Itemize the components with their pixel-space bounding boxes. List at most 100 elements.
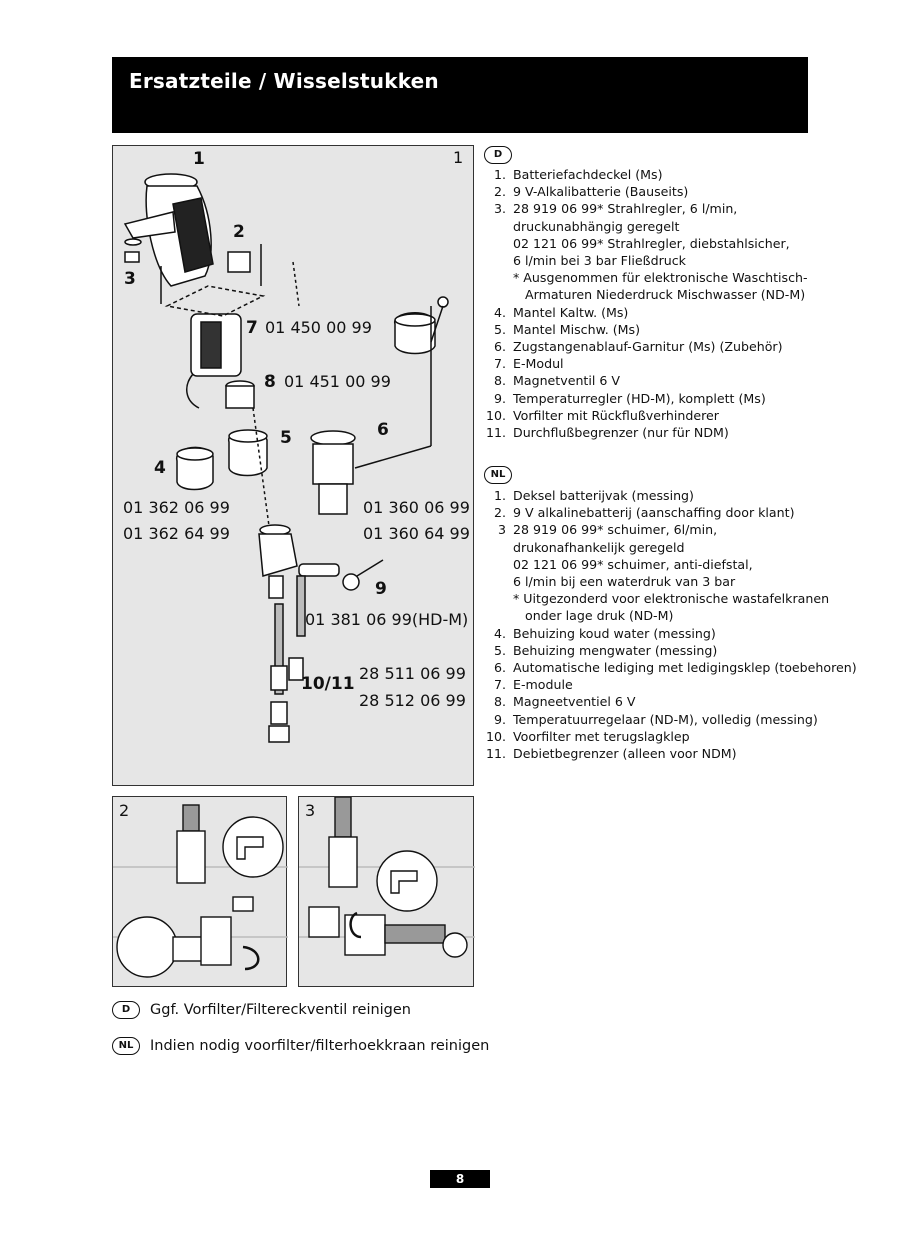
parts-list-nl: 1. Deksel batterijvak (messing)2.9 V alka… bbox=[484, 487, 857, 762]
exploded-view-panel: 1 1 2 3 7 01 450 00 99 8 01 451 00 99 5 … bbox=[112, 145, 474, 786]
list-item: 7. E-module bbox=[484, 676, 857, 693]
list-item-text: Durchflußbegrenzer (nur für NDM) bbox=[513, 425, 729, 441]
panel-number: 2 bbox=[119, 801, 130, 820]
list-item-text: Voorfilter met terugslagklep bbox=[513, 728, 690, 744]
list-item-text: E-Modul bbox=[513, 356, 564, 372]
list-item-text: 6 l/min bij een waterdruk van 3 bar bbox=[513, 574, 736, 590]
part-number-4a: 01 362 06 99 bbox=[123, 498, 230, 517]
list-item-number: 11. bbox=[485, 425, 506, 441]
list-item-text: Deksel batterijvak (messing) bbox=[513, 488, 694, 503]
list-item-text: drukonafhankelijk geregeld bbox=[513, 539, 685, 555]
list-item-number: 10. bbox=[485, 407, 506, 423]
list-item-number: 4. bbox=[493, 304, 506, 320]
list-item-number: 3 bbox=[497, 522, 506, 538]
list-item-number: 4. bbox=[493, 625, 506, 641]
list-item: 5.Mantel Mischw. (Ms) bbox=[484, 321, 808, 338]
part-number-8: 01 451 00 99 bbox=[284, 372, 391, 391]
list-item-text: Batteriefachdeckel (Ms) bbox=[513, 167, 663, 182]
list-item-number: 8. bbox=[493, 373, 506, 389]
list-item: 8. Magneetventiel 6 V bbox=[484, 693, 857, 710]
language-badge-de: D bbox=[484, 146, 512, 164]
list-item-number: 9. bbox=[493, 711, 506, 727]
list-item-number: 6. bbox=[493, 339, 506, 355]
page-title: Ersatzteile / Wisselstukken bbox=[129, 69, 439, 93]
list-item: 11. Durchflußbegrenzer (nur für NDM) bbox=[484, 424, 808, 441]
note-nl: NL Indien nodig voorfilter/filterhoekkraa… bbox=[112, 1037, 489, 1055]
list-item: 2.9 V alkalinebatterij (aanschaffing doo… bbox=[484, 504, 857, 521]
angle-valve-drawing-2 bbox=[113, 804, 288, 978]
list-item-number: 2. bbox=[493, 505, 506, 521]
list-item-number: 8. bbox=[493, 694, 506, 710]
list-item: 3 28 919 06 99* schuimer, 6l/min,drukonaf… bbox=[484, 521, 857, 624]
part-number-10b: 28 512 06 99 bbox=[359, 691, 466, 710]
list-item: 8. Magnetventil 6 V bbox=[484, 372, 808, 389]
list-item-text: Magneetventiel 6 V bbox=[513, 694, 636, 710]
part-number-9: 01 381 06 99(HD-M) bbox=[305, 610, 469, 629]
list-item: 3. 28 919 06 99* Strahlregler, 6 l/min,dr… bbox=[484, 200, 808, 303]
exploded-view-drawing bbox=[123, 173, 449, 743]
list-item-number: 3. bbox=[493, 201, 506, 217]
list-item: 7. E-Modul bbox=[484, 355, 808, 372]
list-item-text: 02 121 06 99* schuimer, anti-diefstal, bbox=[513, 556, 753, 572]
list-item: 6. Automatische lediging met ledigingskle… bbox=[484, 659, 857, 676]
language-badge-nl: NL bbox=[112, 1037, 140, 1055]
list-item-number: 2. bbox=[493, 184, 506, 200]
list-item-text: Magnetventil 6 V bbox=[513, 373, 620, 389]
list-item-note: * Ausgenommen für elektronische Waschtis… bbox=[513, 270, 808, 286]
list-item-text: Debietbegrenzer (alleen voor NDM) bbox=[513, 746, 737, 762]
callout-8: 8 bbox=[264, 372, 276, 392]
panel-2: 2 bbox=[112, 796, 288, 987]
language-badge-nl: NL bbox=[484, 466, 512, 484]
list-item-text: druckunabhängig geregelt bbox=[513, 218, 680, 234]
part-number-5b: 01 360 64 99 bbox=[363, 524, 470, 543]
callout-7: 7 bbox=[246, 318, 258, 338]
part-number-5a: 01 360 06 99 bbox=[363, 498, 470, 517]
list-item-text: E-module bbox=[513, 677, 573, 693]
list-item-number: 9. bbox=[493, 390, 506, 406]
list-item-note: onder lage druk (ND-M) bbox=[525, 608, 674, 624]
list-item: 11. Debietbegrenzer (alleen voor NDM) bbox=[484, 745, 857, 762]
list-item: 4.Mantel Kaltw. (Ms) bbox=[484, 304, 808, 321]
list-item-text: Temperaturregler (HD-M), komplett (Ms) bbox=[513, 390, 766, 406]
list-item: 6.Zugstangenablauf-Garnitur (Ms) (Zubehö… bbox=[484, 338, 808, 355]
list-item-text: Automatische lediging met ledigingsklep … bbox=[513, 660, 857, 676]
language-badge-de: D bbox=[112, 1001, 140, 1019]
list-item-text: 02 121 06 99* Strahlregler, diebstahlsic… bbox=[513, 235, 790, 251]
note-text-nl: Indien nodig voorfilter/filterhoekkraan … bbox=[150, 1038, 490, 1054]
list-item-text: Mantel Mischw. (Ms) bbox=[513, 321, 640, 337]
list-item-note: Armaturen Niederdruck Mischwasser (ND-M) bbox=[525, 287, 806, 303]
panel-number: 1 bbox=[453, 148, 464, 167]
list-item-text: Behuizing mengwater (messing) bbox=[513, 642, 718, 658]
callout-3: 3 bbox=[124, 269, 136, 289]
list-item: 4. Behuizing koud water (messing) bbox=[484, 625, 857, 642]
page-header: Ersatzteile / Wisselstukken bbox=[112, 57, 808, 133]
list-item-number: 7. bbox=[493, 356, 506, 372]
list-item-text: Behuizing koud water (messing) bbox=[513, 625, 716, 641]
list-item-number: 1. bbox=[493, 167, 506, 182]
list-item-number: 6. bbox=[493, 660, 506, 676]
list-item-text: 28 919 06 99* Strahlregler, 6 l/min, bbox=[513, 201, 738, 217]
list-item: 10. Vorfilter mit Rückflußverhinderer bbox=[484, 407, 808, 424]
callout-5: 5 bbox=[280, 428, 292, 448]
callout-6: 6 bbox=[377, 420, 389, 440]
callout-4: 4 bbox=[154, 458, 166, 478]
callout-9: 9 bbox=[375, 579, 387, 599]
list-item: 10. Voorfilter met terugslagklep bbox=[484, 728, 857, 745]
page-number: 8 bbox=[430, 1170, 490, 1188]
list-item-text: Temperatuurregelaar (ND-M), volledig (me… bbox=[513, 711, 818, 727]
panel-number: 3 bbox=[305, 801, 316, 820]
list-item: 9. Temperatuurregelaar (ND-M), volledig (… bbox=[484, 711, 857, 728]
list-item-number: 1. bbox=[493, 488, 506, 503]
list-item-number: 10. bbox=[485, 728, 506, 744]
part-number-4b: 01 362 64 99 bbox=[123, 524, 230, 543]
list-item: 1. Batteriefachdeckel (Ms) bbox=[484, 166, 808, 183]
callout-1: 1 bbox=[193, 149, 205, 169]
list-item: 1. Deksel batterijvak (messing) bbox=[484, 487, 857, 504]
list-item-text: Vorfilter mit Rückflußverhinderer bbox=[513, 407, 719, 423]
list-item-number: 11. bbox=[485, 746, 506, 762]
list-item-text: 28 919 06 99* schuimer, 6l/min, bbox=[513, 522, 718, 538]
list-item-text: 6 l/min bei 3 bar Fließdruck bbox=[513, 253, 686, 269]
list-item-number: 7. bbox=[493, 677, 506, 693]
callout-2: 2 bbox=[233, 222, 245, 242]
